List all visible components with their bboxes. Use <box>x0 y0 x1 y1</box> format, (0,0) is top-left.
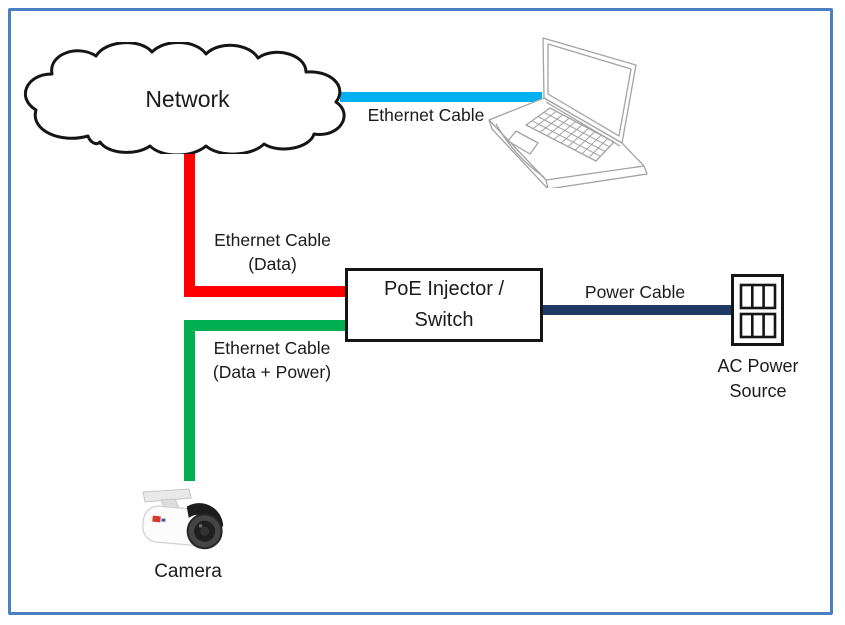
ac-power-label-line1: AC Power <box>717 356 799 376</box>
ethernet-cable-data-label-line2: (Data) <box>248 254 297 274</box>
poe-injector-box: PoE Injector / Switch <box>345 268 543 342</box>
network-cloud-icon <box>23 42 346 154</box>
network-label: Network <box>145 86 230 112</box>
ac-outlet-icon <box>731 274 784 346</box>
ethernet-cable-data-power-label: Ethernet Cable (Data + Power) <box>192 336 352 384</box>
poe-label-line2: Switch <box>414 309 474 331</box>
ethernet-data-power-line-vertical <box>184 320 195 481</box>
laptop-icon <box>488 37 648 188</box>
camera-image <box>142 488 224 550</box>
power-cable-label: Power Cable <box>584 282 686 302</box>
ac-power-label: AC Power Source <box>695 354 821 404</box>
diagram-border <box>8 8 833 615</box>
ethernet-data-power-line-horizontal <box>184 320 347 331</box>
ac-power-label-line2: Source <box>729 381 787 401</box>
power-cable-line <box>541 305 737 315</box>
camera-label: Camera <box>154 561 222 582</box>
ethernet-data-line-horizontal <box>184 286 347 297</box>
ethernet-cable-data-power-label-line2: (Data + Power) <box>212 362 332 382</box>
ethernet-data-line-vertical <box>184 140 195 297</box>
ethernet-cable-laptop-label: Ethernet Cable <box>367 105 485 125</box>
ethernet-cable-data-power-label-line1: Ethernet Cable <box>213 338 331 358</box>
ethernet-cable-laptop-line <box>340 92 542 102</box>
ethernet-cable-data-label: Ethernet Cable (Data) <box>195 228 350 276</box>
ethernet-cable-data-label-line1: Ethernet Cable <box>214 230 331 250</box>
poe-label-line1: PoE Injector / <box>383 278 505 300</box>
